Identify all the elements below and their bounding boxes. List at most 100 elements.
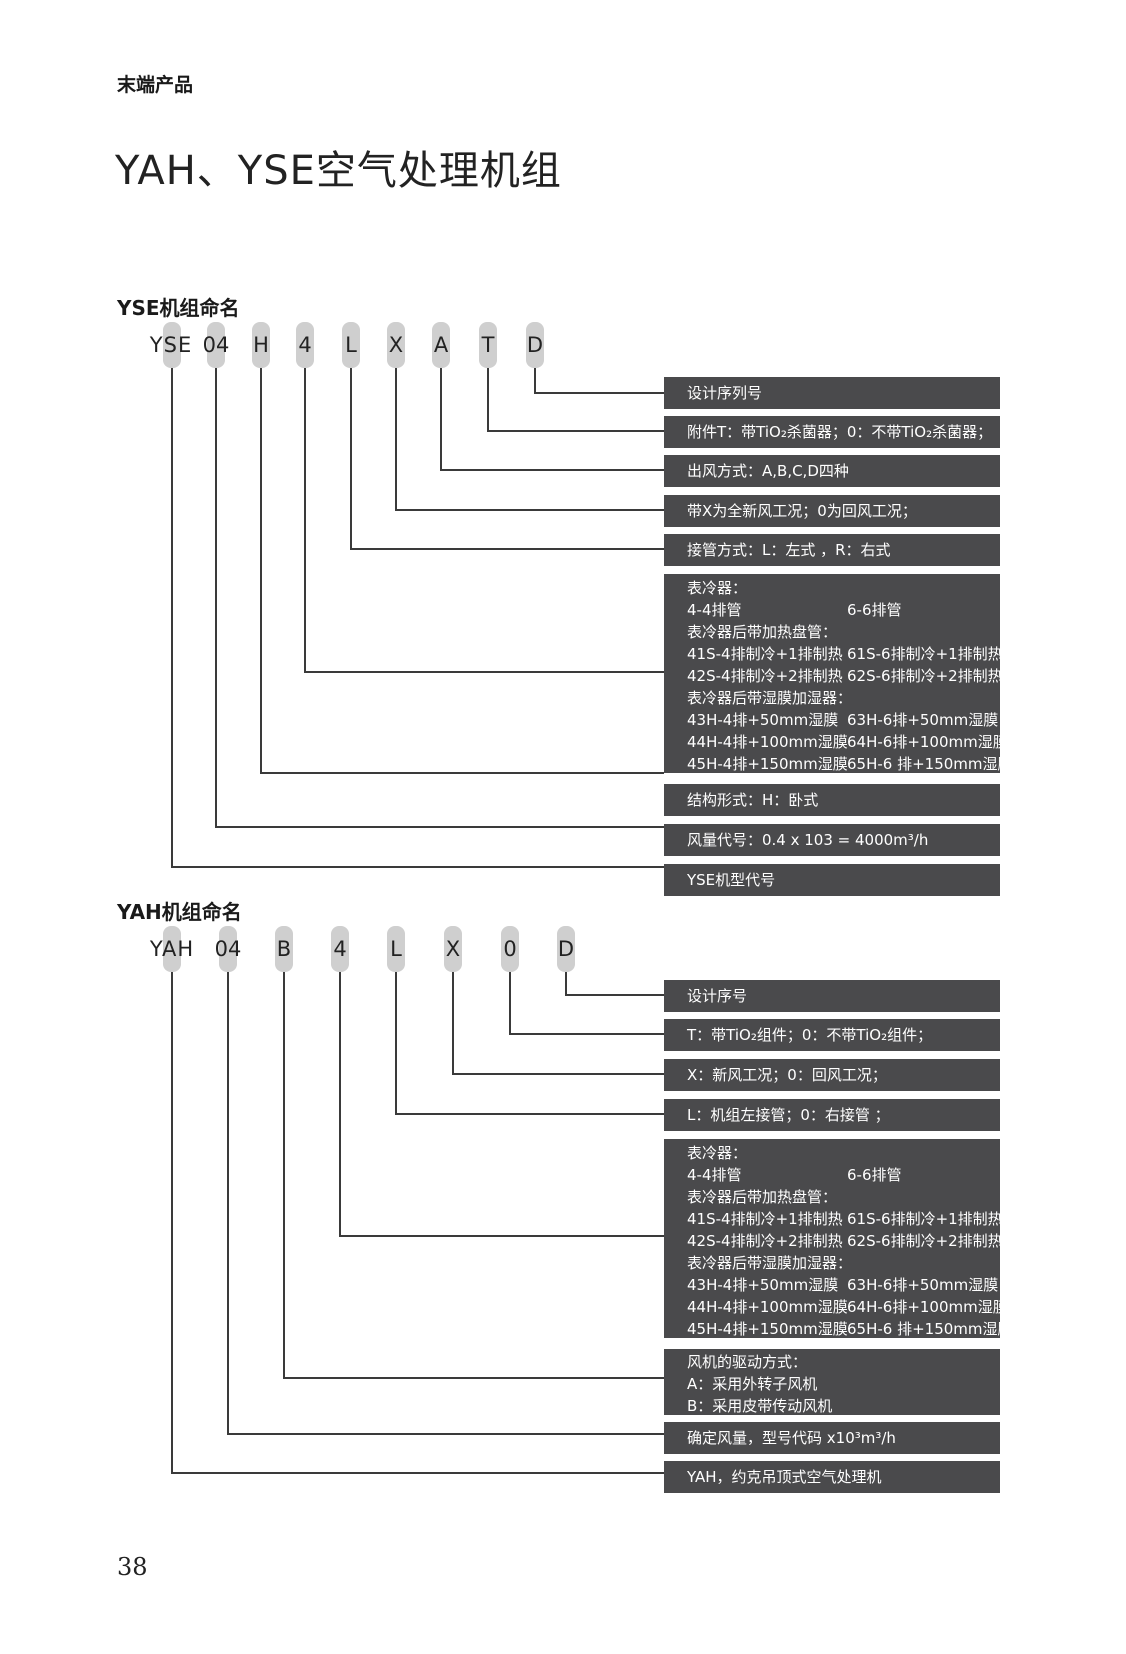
- connector-yse-h: [260, 365, 664, 774]
- code-04: 04: [202, 333, 230, 357]
- code-t: T: [481, 333, 495, 357]
- code-d: D: [526, 333, 544, 357]
- code-x: X: [388, 333, 404, 357]
- yah-x-option-box: X：新风工况；0：回风工况；: [664, 1059, 1000, 1091]
- coil-option: 44H-4排+100mm湿膜: [687, 1298, 848, 1316]
- coil-heading: 表冷器后带加热盘管：: [687, 623, 838, 641]
- yah-l-option-box: L：机组左接管；0：右接管 ；: [664, 1099, 1000, 1131]
- coil-option: 6-6排管: [847, 601, 902, 619]
- yse-accessory-box: 附件T：带TiO₂杀菌器；0：不带TiO₂杀菌器；: [664, 416, 1000, 448]
- code-a: A: [433, 333, 449, 357]
- coil-option: 62S-6排制冷+2排制热: [847, 1232, 1003, 1250]
- code-pill: [479, 322, 497, 368]
- connector-yse-x: [395, 365, 664, 511]
- coil-heading: 表冷器后带加热盘管：: [687, 1188, 838, 1206]
- coil-option: 64H-6排+100mm湿膜: [847, 733, 1008, 751]
- connector-yah-4: [339, 968, 664, 1237]
- yah-t-option-box: T：带TiO₂组件；0：不带TiO₂组件；: [664, 1019, 1000, 1051]
- yah-drive-box: 风机的驱动方式： A：采用外转子风机 B：采用皮带传动风机: [664, 1349, 1000, 1415]
- code-b: B: [276, 937, 292, 961]
- yse-structure-box: 结构形式：H：卧式: [664, 784, 1000, 816]
- yse-design-seq-box: 设计序列号: [664, 377, 1000, 409]
- category-label: 末端产品: [117, 74, 194, 96]
- coil-heading: 表冷器后带湿膜加湿器：: [687, 689, 853, 707]
- connector-yse-t: [487, 365, 664, 432]
- coil-option: 4-4排管: [687, 601, 742, 619]
- coil-option: 65H-6 排+150mm湿膜: [847, 755, 1013, 773]
- coil-option: 63H-6排+50mm湿膜: [847, 1276, 999, 1294]
- connector-yah-x: [452, 968, 664, 1075]
- code-pill: [275, 926, 293, 972]
- code-x: X: [445, 937, 461, 961]
- connector-yse-04: [215, 365, 664, 828]
- yah-design-seq-box: 设计序号: [664, 980, 1000, 1012]
- code-d: D: [557, 937, 575, 961]
- connector-yah-04: [227, 968, 664, 1435]
- yse-outlet-box: 出风方式：A,B,C,D四种: [664, 455, 1000, 487]
- code-l: L: [390, 937, 402, 961]
- page-title: YAH、YSE空气处理机组: [115, 148, 562, 194]
- coil-option: 64H-6排+100mm湿膜: [847, 1298, 1008, 1316]
- coil-option: 4-4排管: [687, 1166, 742, 1184]
- coil-option: 61S-6排制冷+1排制热: [847, 645, 1003, 663]
- code-pill: [296, 322, 314, 368]
- yse-xmode-box: 带X为全新风工况；0为回风工况；: [664, 495, 1000, 527]
- coil-option: 42S-4排制冷+2排制热: [687, 1232, 843, 1250]
- coil-option: 63H-6排+50mm湿膜: [847, 711, 999, 729]
- code-04: 04: [214, 937, 242, 961]
- connector-yah-d: [565, 968, 664, 996]
- coil-option: 41S-4排制冷+1排制热: [687, 1210, 843, 1228]
- drive-heading: 风机的驱动方式：: [687, 1353, 808, 1371]
- connector-yse-a: [440, 365, 664, 471]
- code-pill: [163, 322, 181, 368]
- coil-option: 43H-4排+50mm湿膜: [687, 711, 839, 729]
- connector-yah-b: [283, 968, 664, 1379]
- coil-heading: 表冷器：: [687, 1144, 748, 1162]
- coil-option: 62S-6排制冷+2排制热: [847, 667, 1003, 685]
- page-number: 38: [117, 1553, 148, 1581]
- yse-coil-box: 表冷器： 4-4排管 6-6排管 表冷器后带加热盘管： 41S-4排制冷+1排制热…: [664, 574, 1013, 773]
- code-yah: YAH: [149, 937, 195, 961]
- code-pill: [432, 322, 450, 368]
- connector-yah-0: [509, 968, 664, 1035]
- coil-option: 6-6排管: [847, 1166, 902, 1184]
- coil-option: 65H-6 排+150mm湿膜: [847, 1320, 1013, 1338]
- drive-option: B：采用皮带传动风机: [687, 1397, 833, 1415]
- code-pill: [331, 926, 349, 972]
- yse-model-box: YSE机型代号: [664, 864, 1000, 896]
- code-pill: [342, 322, 360, 368]
- code-yse: YSE: [149, 333, 193, 357]
- yah-airflow-box: 确定风量，型号代码 x10³m³/h: [664, 1422, 1000, 1454]
- coil-heading: 表冷器后带湿膜加湿器：: [687, 1254, 853, 1272]
- yah-coil-box: 表冷器： 4-4排管 6-6排管 表冷器后带加热盘管： 41S-4排制冷+1排制热…: [664, 1139, 1013, 1338]
- code-pill: [526, 322, 544, 368]
- code-pill: [387, 926, 405, 972]
- coil-heading: 表冷器：: [687, 579, 748, 597]
- connector-yse-4: [304, 365, 664, 673]
- code-pill: [444, 926, 462, 972]
- coil-option: 61S-6排制冷+1排制热: [847, 1210, 1003, 1228]
- connector-yah-model: [171, 968, 664, 1474]
- code-pill: [557, 926, 575, 972]
- yah-model-box: YAH，约克吊顶式空气处理机: [664, 1461, 1000, 1493]
- connector-yse-model: [171, 365, 664, 868]
- code-h: H: [253, 333, 269, 357]
- code-pill: [252, 322, 270, 368]
- yse-airflow-box: 风量代号：0.4 x 103 = 4000m³/h: [664, 824, 1000, 856]
- code-pill: [387, 322, 405, 368]
- yah-section-title: YAH机组命名: [117, 900, 242, 924]
- connector-yse-d: [534, 365, 664, 394]
- code-l: L: [345, 333, 357, 357]
- coil-option: 41S-4排制冷+1排制热: [687, 645, 843, 663]
- coil-option: 43H-4排+50mm湿膜: [687, 1276, 839, 1294]
- code-pill: [219, 926, 237, 972]
- code-pill: [207, 322, 225, 368]
- code-pill: [501, 926, 519, 972]
- connector-yah-l: [395, 968, 664, 1115]
- drive-option: A：采用外转子风机: [687, 1375, 818, 1393]
- code-4: 4: [333, 937, 347, 961]
- yse-section-title: YSE机组命名: [117, 296, 240, 320]
- coil-option: 45H-4排+150mm湿膜: [687, 755, 848, 773]
- connector-yse-l: [350, 365, 664, 550]
